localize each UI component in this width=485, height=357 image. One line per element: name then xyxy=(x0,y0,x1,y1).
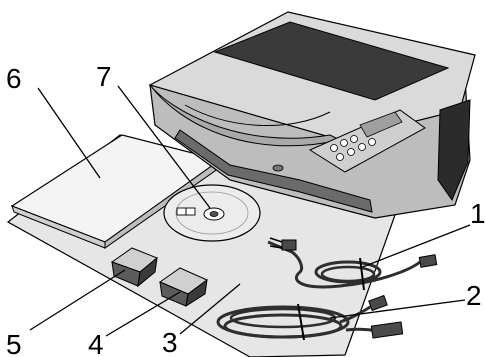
callout-6: 6 xyxy=(6,63,22,94)
user-manual xyxy=(10,134,223,249)
control-panel-buttons xyxy=(330,135,376,161)
color-ink-cartridge xyxy=(110,247,158,288)
usb-cable xyxy=(216,294,404,341)
black-ink-cartridge xyxy=(158,267,208,308)
software-cd xyxy=(163,184,261,242)
power-plug-icon xyxy=(269,237,297,251)
power-cord xyxy=(267,237,438,291)
callout-7: 7 xyxy=(96,61,112,92)
callout-3: 3 xyxy=(162,327,178,357)
leader-lines xyxy=(29,85,471,337)
callout-1: 1 xyxy=(470,198,485,229)
callout-4: 4 xyxy=(88,329,104,357)
callout-5: 5 xyxy=(6,329,22,357)
callout-2: 2 xyxy=(466,280,482,311)
printer xyxy=(148,11,476,219)
cd-logo-icon xyxy=(176,207,196,216)
